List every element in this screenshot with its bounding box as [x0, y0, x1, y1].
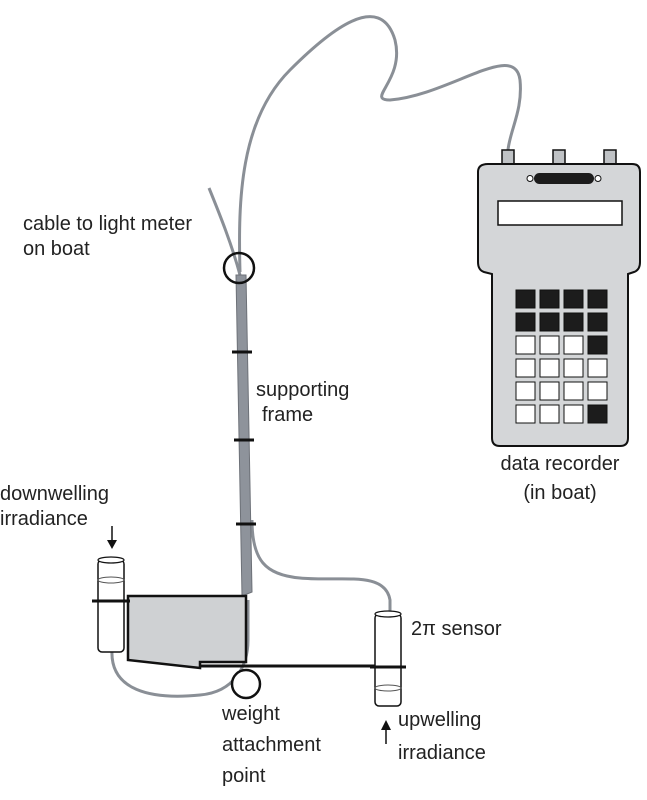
recorder-label-line2: (in boat): [523, 482, 597, 504]
cable-to-recorder: [238, 15, 522, 273]
keypad-key: [515, 335, 536, 355]
frame-label-line2: frame: [262, 404, 314, 426]
recorder-screen: [497, 200, 623, 226]
keypad-key: [539, 312, 560, 332]
cable-to-sensor: [250, 519, 392, 615]
downwelling-label-line2: irradiance: [0, 508, 88, 530]
recorder-handle: [534, 173, 594, 184]
upwelling-label-line1: upwelling: [398, 709, 482, 731]
keypad-key: [587, 404, 608, 424]
cable-free-end: [207, 187, 242, 276]
cable-label-line1: cable to light meter: [23, 213, 192, 235]
frame-label-line1: supporting: [256, 379, 350, 401]
frame-label: supporting frame: [256, 378, 349, 428]
upwelling-label-line2: irradiance: [398, 742, 486, 764]
keypad-key: [515, 312, 536, 332]
keypad-key: [563, 312, 584, 332]
keypad-key: [515, 381, 536, 401]
keypad-key: [515, 404, 536, 424]
weight-label-line1: weight: [222, 703, 280, 725]
cable-label-line2: on boat: [23, 238, 90, 260]
cable-loop-ring: [222, 251, 256, 285]
downwelling-label: downwelling irradiance: [0, 482, 109, 532]
recorder-keypad: [515, 289, 608, 424]
upwelling-label: upwelling irradiance: [398, 708, 486, 766]
keypad-key: [587, 289, 608, 309]
cable-label: cable to light meter on boat: [23, 212, 192, 262]
weight-label: weight attachment point: [222, 702, 321, 789]
sensor-label-text: 2π sensor: [411, 618, 502, 640]
keypad-key: [563, 289, 584, 309]
keypad-key: [539, 358, 560, 378]
data-recorder: [477, 149, 641, 447]
sensor-label: 2π sensor: [411, 617, 502, 642]
supporting-frame: [235, 274, 253, 597]
keypad-key: [587, 358, 608, 378]
downwelling-arrow: [107, 526, 117, 549]
upwelling-arrow: [381, 720, 391, 744]
recorder-label: data recorder (in boat): [494, 452, 626, 506]
keypad-key: [515, 289, 536, 309]
keypad-key: [587, 335, 608, 355]
keypad-key: [563, 335, 584, 355]
weight-attachment-ring: [230, 668, 262, 700]
keypad-key: [539, 381, 560, 401]
downwelling-label-line1: downwelling: [0, 483, 109, 505]
keypad-key: [563, 381, 584, 401]
weight-base-plate: [126, 594, 248, 670]
connector-right: [603, 149, 617, 165]
keypad-key: [563, 404, 584, 424]
connector-left: [501, 149, 515, 165]
keypad-key: [587, 312, 608, 332]
keypad-key: [539, 335, 560, 355]
keypad-key: [587, 381, 608, 401]
keypad-key: [515, 358, 536, 378]
recorder-label-line1: data recorder: [500, 453, 620, 475]
twopi-sensor: [370, 610, 406, 707]
keypad-key: [539, 404, 560, 424]
keypad-key: [539, 289, 560, 309]
downwelling-sensor: [92, 556, 130, 653]
connector-middle: [552, 149, 566, 165]
keypad-key: [563, 358, 584, 378]
weight-label-line3: point: [222, 765, 266, 787]
weight-label-line2: attachment: [222, 734, 321, 756]
